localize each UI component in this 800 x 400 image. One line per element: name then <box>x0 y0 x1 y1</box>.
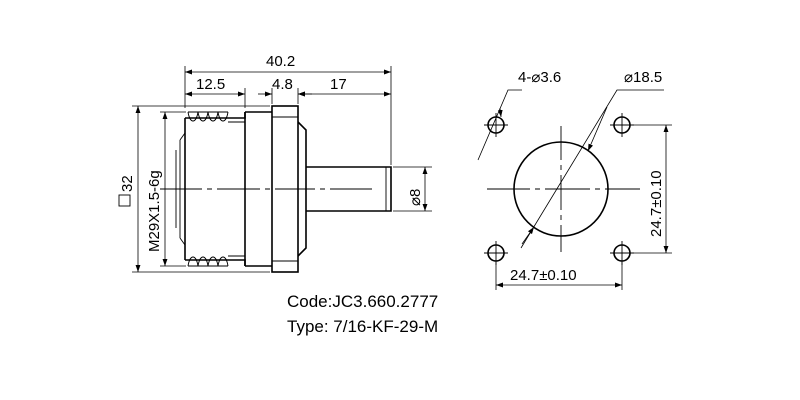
thread-spec-label: M29X1.5-6g <box>146 170 163 252</box>
square-symbol-icon <box>118 194 131 207</box>
hole-callout-leader <box>477 89 522 161</box>
vertical-spacing-label: 24.7±0.10 <box>648 170 665 237</box>
hole-callout-label: 4-⌀3.6 <box>518 69 561 86</box>
pin-diameter-dimension <box>393 166 432 212</box>
square-size-label: 32 <box>119 175 136 192</box>
center-pin <box>306 166 392 212</box>
type-caption: Type: 7/16-KF-29-M <box>287 317 439 336</box>
center-diameter-leader <box>520 89 664 249</box>
side-view <box>132 66 432 273</box>
square-size-group: 32 <box>118 175 136 207</box>
horizontal-spacing-label: 24.7±0.10 <box>510 267 577 284</box>
top-dimensions <box>184 66 392 165</box>
front-view <box>477 89 672 290</box>
pin-diameter-label: ⌀8 <box>407 189 424 206</box>
flange-width-label: 4.8 <box>272 76 293 93</box>
code-caption: Code:JC3.660.2777 <box>287 292 439 311</box>
center-bore-circle <box>513 141 609 237</box>
pin-length-label: 17 <box>330 76 347 93</box>
overall-length-label: 40.2 <box>266 53 295 70</box>
left-dimensions <box>132 105 270 273</box>
thread-length-label: 12.5 <box>196 76 225 93</box>
center-diameter-label: ⌀18.5 <box>624 69 662 86</box>
